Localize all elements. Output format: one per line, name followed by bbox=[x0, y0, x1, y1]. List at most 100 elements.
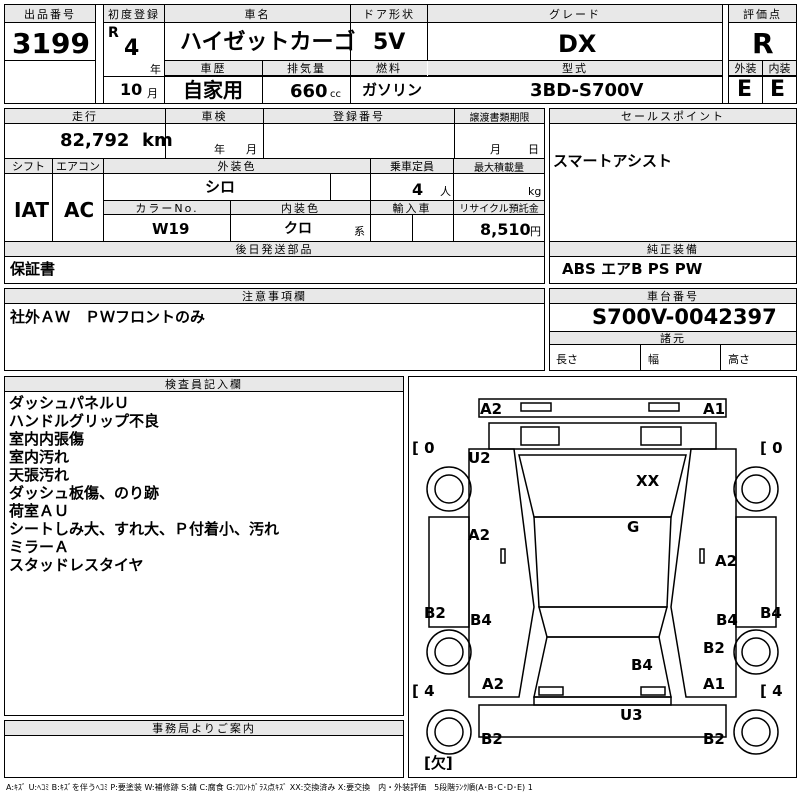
office-label: 事務局よりご案内 bbox=[5, 721, 403, 736]
inspector-label: 検査員記入欄 bbox=[5, 377, 403, 392]
damage-mark: XX bbox=[636, 472, 660, 490]
color-label: 外装色 bbox=[104, 159, 370, 174]
first-reg-year: 4 bbox=[124, 36, 140, 61]
recycle-unit: 円 bbox=[530, 225, 541, 238]
grade-label: グレード bbox=[428, 5, 722, 23]
displacement-unit: cc bbox=[330, 89, 341, 100]
inspector-line: ダッシュ板傷、のり跡 bbox=[9, 484, 160, 502]
interior-color-unit: 系 bbox=[354, 225, 365, 238]
interior-color-label: 内装色 bbox=[231, 201, 370, 215]
score: R bbox=[752, 27, 774, 60]
grade: DX bbox=[558, 30, 597, 58]
fuel-label: 燃料 bbox=[351, 61, 427, 76]
transfer-label: 譲渡書類期限 bbox=[455, 109, 544, 124]
damage-mark: A1 bbox=[703, 675, 726, 693]
fuel: ガソリン bbox=[362, 81, 423, 99]
damage-mark: U3 bbox=[620, 706, 643, 724]
damage-diagram bbox=[408, 376, 797, 778]
genuine-label: 純正装備 bbox=[550, 242, 796, 257]
vehicle-diagram bbox=[426, 398, 779, 755]
inspector-line: ハンドルグリップ不良 bbox=[9, 412, 160, 430]
shift-label: シフト bbox=[5, 159, 52, 174]
sales-point-label: セールスポイント bbox=[550, 109, 796, 124]
inspector-block bbox=[4, 376, 404, 716]
displacement: 660 bbox=[290, 81, 328, 102]
damage-mark: B2 bbox=[703, 639, 725, 657]
year-unit: 年 bbox=[150, 63, 161, 76]
chassis-label: 車台番号 bbox=[550, 289, 796, 304]
damage-mark: A2 bbox=[715, 552, 738, 570]
damage-mark: B4 bbox=[716, 611, 738, 629]
displacement-label: 排気量 bbox=[263, 61, 350, 76]
tread-depth: [ 4 bbox=[412, 682, 435, 700]
exterior-grade: E bbox=[737, 77, 753, 102]
first-reg-month: 10 bbox=[120, 80, 143, 99]
damage-mark: B2 bbox=[424, 604, 446, 622]
door-type: 5V bbox=[373, 30, 406, 55]
inspection-year-unit: 年 bbox=[214, 143, 225, 156]
notes-label: 注意事項欄 bbox=[5, 289, 544, 304]
tread-depth: [ 0 bbox=[412, 439, 435, 457]
color-no-label: カラーNo. bbox=[104, 201, 230, 215]
era: R bbox=[108, 25, 119, 41]
mileage: 82,792 bbox=[60, 130, 130, 151]
exterior-label: 外装 bbox=[729, 61, 762, 76]
damage-mark: B2 bbox=[481, 730, 503, 748]
interior-grade: E bbox=[770, 77, 786, 102]
mileage-unit: km bbox=[142, 130, 173, 151]
sales-point-block bbox=[549, 108, 797, 284]
transfer-day-unit: 日 bbox=[528, 143, 539, 156]
damage-mark: B4 bbox=[470, 611, 492, 629]
damage-mark: A2 bbox=[480, 400, 503, 418]
inspector-line: 天張汚れ bbox=[9, 466, 70, 484]
damage-mark: A1 bbox=[703, 400, 726, 418]
model: 3BD-S700V bbox=[530, 80, 644, 101]
width-label: 幅 bbox=[648, 353, 659, 366]
damage-mark: G bbox=[627, 518, 640, 536]
sales-point: スマートアシスト bbox=[553, 152, 672, 170]
chassis-block bbox=[549, 288, 797, 371]
lot-label: 出品番号 bbox=[5, 5, 95, 23]
office-block bbox=[4, 720, 404, 778]
header-block bbox=[4, 4, 797, 104]
lot-number: 3199 bbox=[12, 27, 90, 60]
capacity: 4 bbox=[412, 180, 424, 199]
interior-label: 内装 bbox=[763, 61, 796, 76]
model-label: 型式 bbox=[428, 61, 722, 76]
history-label: 車歴 bbox=[165, 61, 262, 76]
chassis-number: S700V-0042397 bbox=[592, 305, 777, 329]
damage-mark: B4 bbox=[631, 656, 653, 674]
interior-color: クロ bbox=[284, 221, 312, 237]
car-name: ハイゼットカーゴ bbox=[180, 30, 356, 55]
spare-tire-missing: [欠] bbox=[424, 754, 453, 772]
shift: IAT bbox=[14, 198, 50, 222]
info-block bbox=[4, 108, 545, 284]
notes-block bbox=[4, 288, 545, 371]
damage-mark: U2 bbox=[468, 449, 491, 467]
notes: 社外ＡＷ ＰＷフロントのみ bbox=[10, 308, 206, 326]
inspection-label: 車検 bbox=[166, 109, 263, 124]
inspector-line: ダッシュパネルＵ bbox=[9, 394, 130, 412]
damage-mark: B4 bbox=[760, 604, 782, 622]
height-label: 高さ bbox=[728, 353, 750, 366]
later-parts-label: 後日発送部品 bbox=[5, 242, 544, 257]
ac: AC bbox=[64, 198, 95, 222]
damage-mark: A2 bbox=[482, 675, 505, 693]
load-label: 最大積載量 bbox=[454, 159, 544, 174]
score-label: 評価点 bbox=[729, 5, 796, 23]
color-no: W19 bbox=[152, 220, 190, 238]
damage-mark: A2 bbox=[468, 526, 491, 544]
recycle-label: リサイクル預託金 bbox=[454, 201, 544, 215]
capacity-unit: 人 bbox=[440, 185, 451, 198]
first-reg-label: 初度登録 bbox=[104, 5, 164, 23]
ac-label: エアコン bbox=[53, 159, 103, 174]
registration-label: 登録番号 bbox=[264, 109, 454, 124]
transfer-month-unit: 月 bbox=[490, 143, 501, 156]
month-unit: 月 bbox=[147, 87, 158, 100]
history: 自家用 bbox=[183, 78, 243, 102]
inspector-line: シートしみ大、すれ大、Ｐ付着小、汚れ bbox=[9, 520, 280, 538]
specs-label: 諸元 bbox=[550, 332, 796, 345]
length-label: 長さ bbox=[556, 353, 578, 366]
damage-mark: B2 bbox=[703, 730, 725, 748]
